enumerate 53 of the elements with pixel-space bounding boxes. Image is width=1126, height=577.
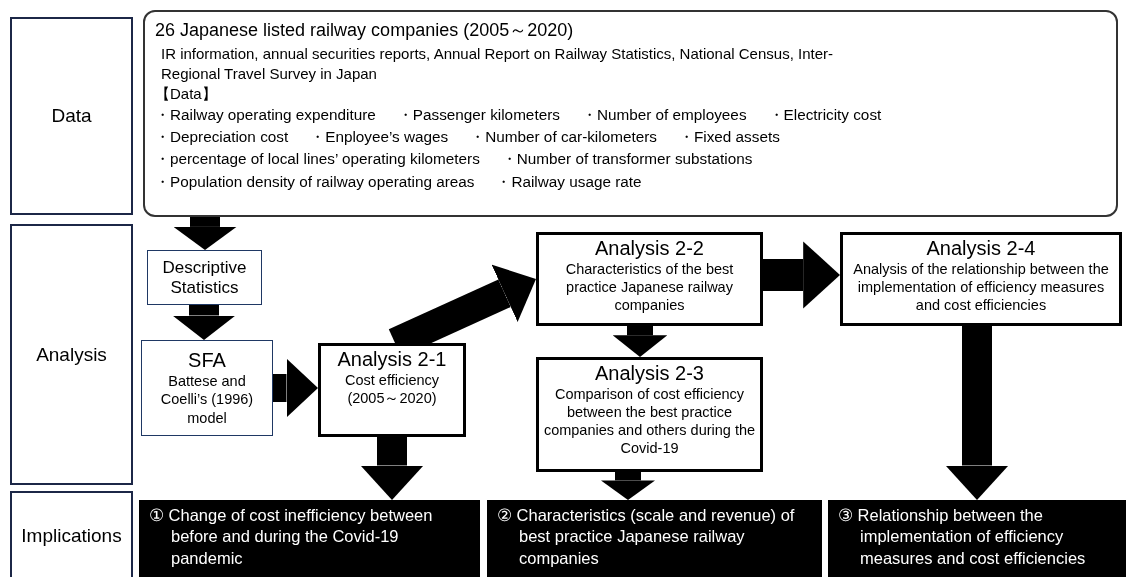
section-label: 【Data】 <box>155 84 217 104</box>
data-item: ・Passenger kilometers <box>397 106 560 123</box>
block-arrow <box>945 326 1009 500</box>
analysis-box <box>318 343 466 437</box>
data-box <box>143 10 1118 217</box>
data-item: ・percentage of local lines’ operating kilometers <box>155 150 480 168</box>
box-description: Comparison of cost efficiency between the best practice companies and others during the Covid-19 <box>542 385 757 458</box>
row-label: Implications <box>21 525 122 547</box>
data-item: ・Fixed assets <box>678 128 780 146</box>
data-sources: IR information, annual securities reports, Annual Report on Railway Statistics, National Census, Inter-Regional Travel Survey in Japan <box>160 44 834 83</box>
implication-text: ① Change of cost inefficiency between before and during the Covid-19 pandemic <box>149 505 434 569</box>
data-heading: 26 Japanese listed railway companies (2005～2020) <box>155 19 574 42</box>
data-item: ・Depreciation cost <box>155 128 289 146</box>
row-label: Data <box>51 105 92 127</box>
data-item: ・Population density of railway operating areas <box>155 172 475 190</box>
block-arrow <box>360 437 424 500</box>
implication-text: ③ Relationship between the implementation of efficiency measures and cost efficiencies <box>838 505 1087 569</box>
analysis-box <box>536 232 763 326</box>
data-item: ・Electricity cost <box>768 106 882 123</box>
box-title: Analysis 2-2 <box>594 237 705 260</box>
row-header <box>10 224 133 485</box>
implication-box <box>828 500 1126 577</box>
implication-box <box>139 500 480 577</box>
data-item: ・Railway usage rate <box>496 172 642 190</box>
block-arrow <box>612 326 668 357</box>
box-description: Cost efficiency (2005～2020) <box>344 371 440 408</box>
row-header <box>10 491 133 577</box>
data-item: ・Number of transformer substations <box>501 150 753 168</box>
implication-text: ② Characteristics (scale and revenue) of best practice Japanese railway companies <box>497 505 796 569</box>
block-arrow <box>273 358 318 418</box>
box-description: Characteristics of the best practice Japanese railway companies <box>564 260 735 315</box>
data-item: ・Railway operating expenditure <box>155 106 376 123</box>
box-title: Analysis 2-4 <box>925 237 1037 260</box>
box-title: Descriptive Statistics <box>161 257 248 298</box>
data-item: ・Number of car-kilometers <box>470 128 657 146</box>
block-arrow <box>763 241 840 309</box>
box-title: SFA <box>187 349 227 373</box>
process-box <box>141 340 273 436</box>
analysis-box <box>840 232 1122 326</box>
box-title: Analysis 2-1 <box>336 348 448 371</box>
box-description: Analysis of the relationship between the implementation of efficiency measures and cost efficiencies <box>852 260 1110 315</box>
block-arrow <box>600 472 656 500</box>
row-header <box>10 17 133 215</box>
analysis-box <box>536 357 763 472</box>
implication-box <box>487 500 822 577</box>
process-box <box>147 250 262 305</box>
data-item: ・Enployee’s wages <box>310 128 449 146</box>
box-description: Battese and Coelli’s (1996) model <box>159 372 255 427</box>
data-item: ・Number of employees <box>581 106 747 123</box>
block-arrow <box>172 305 236 340</box>
row-label: Analysis <box>36 343 107 366</box>
block-arrow <box>173 217 237 250</box>
box-title: Analysis 2-3 <box>594 362 705 385</box>
